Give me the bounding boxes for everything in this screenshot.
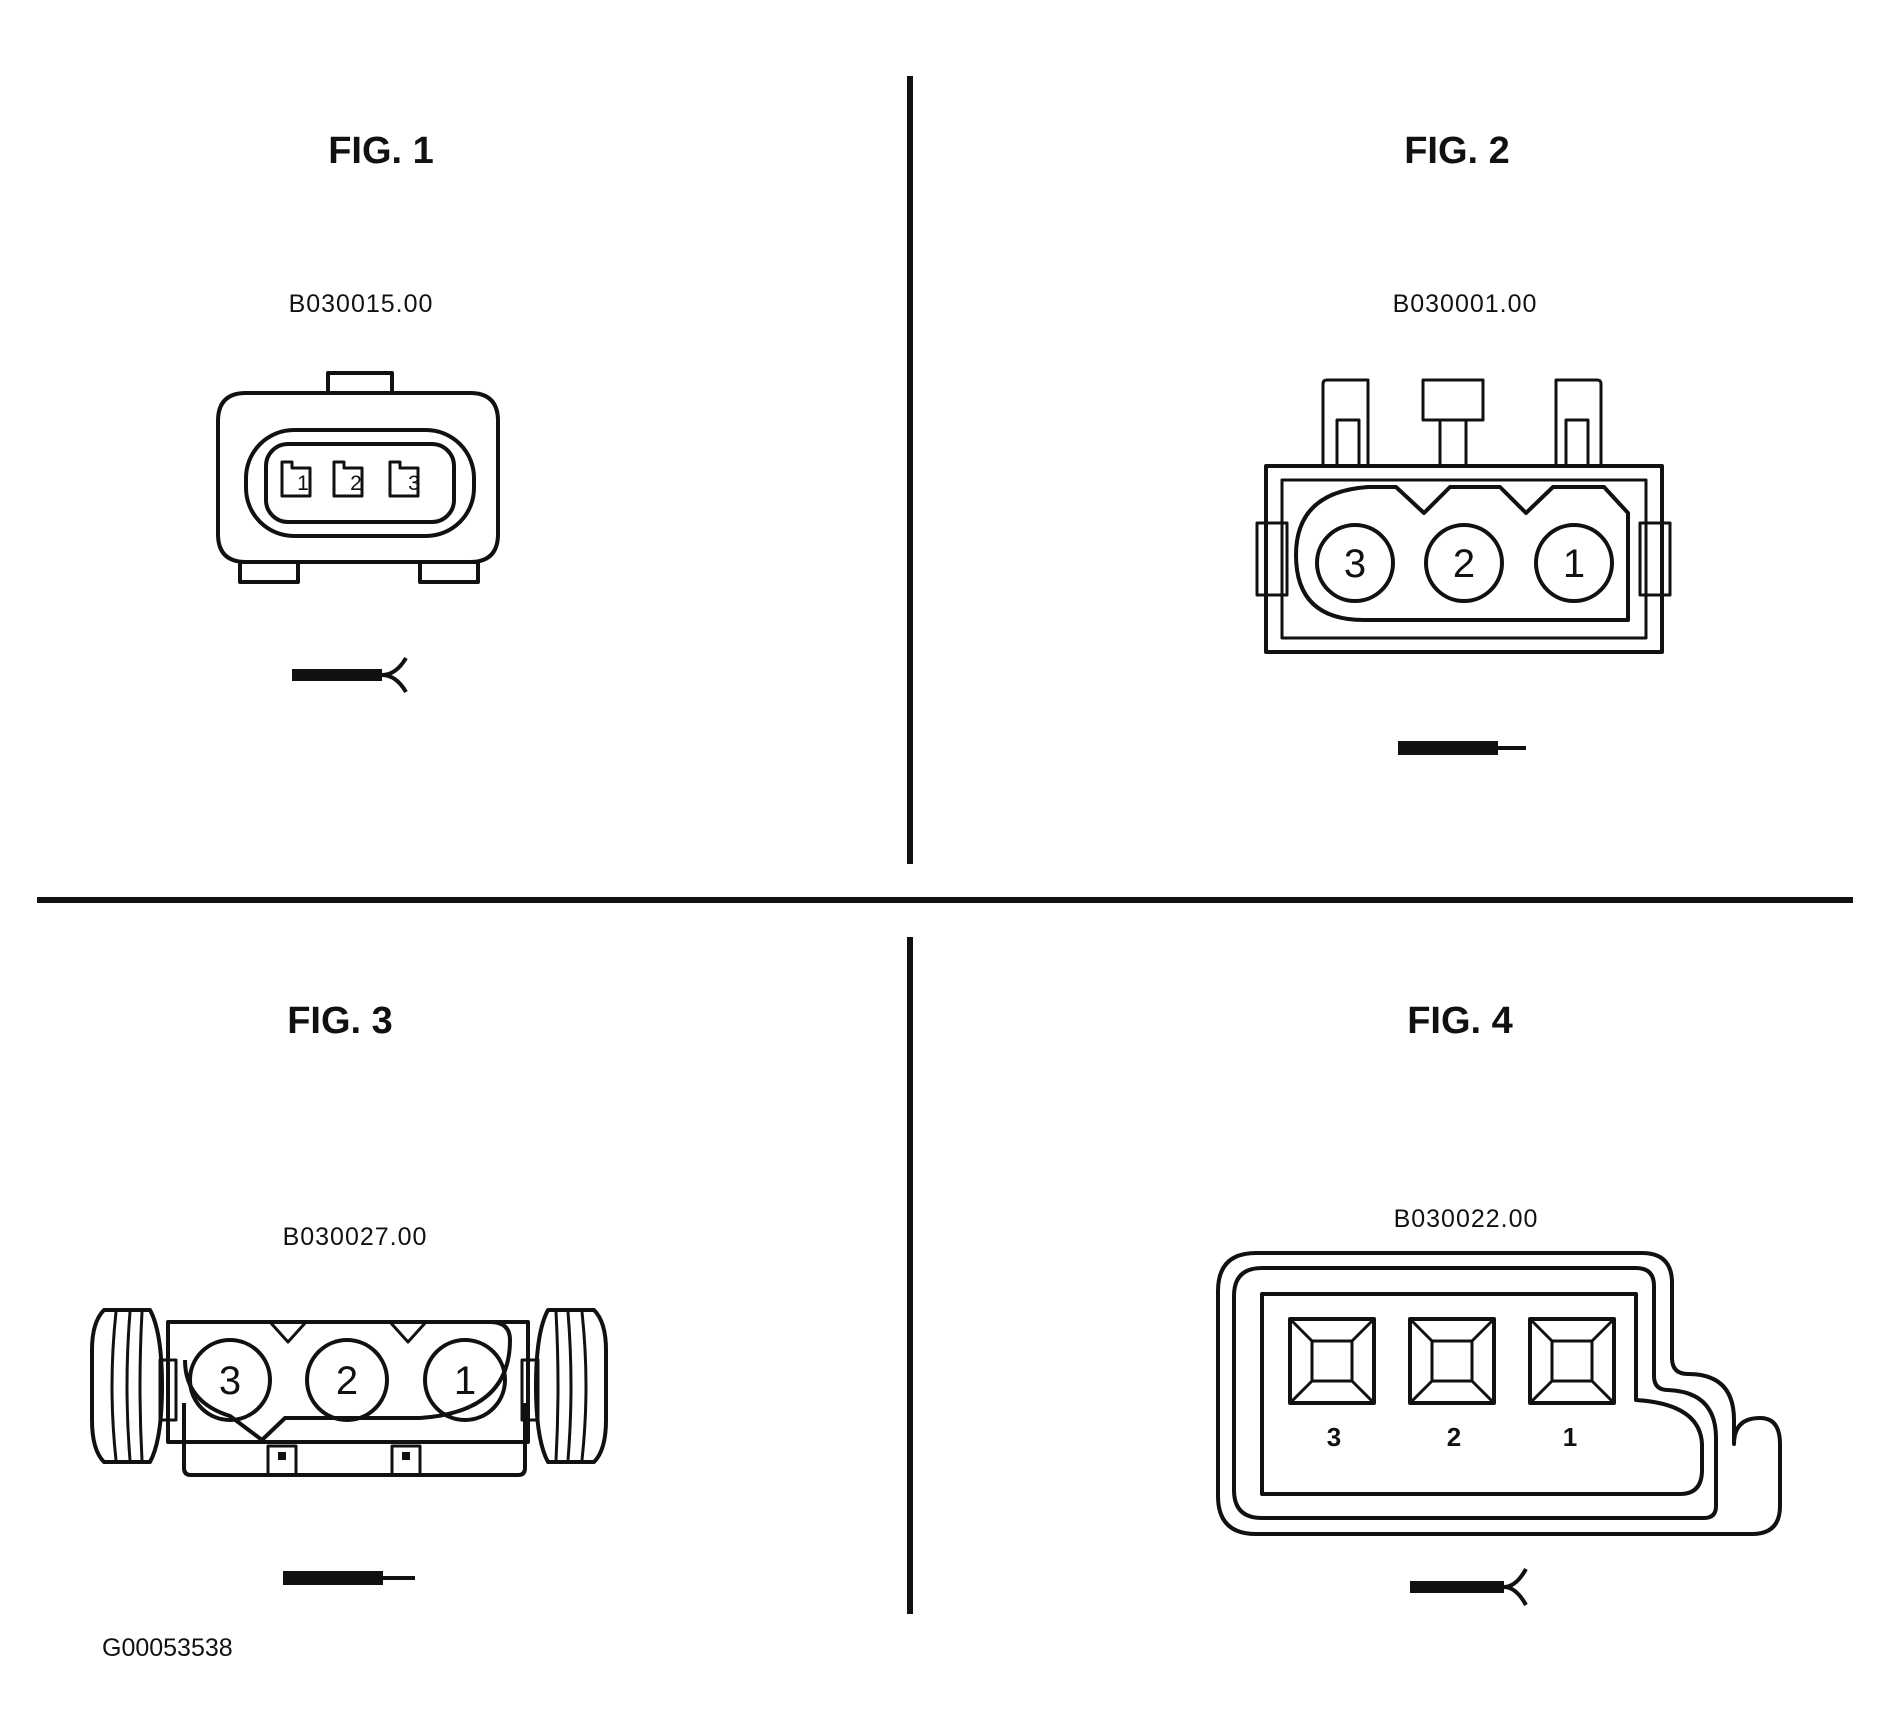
figure-1-pin-2: 2: [332, 460, 364, 498]
figure-3-connector: 3 2 1: [90, 1308, 608, 1477]
figure-3-pin-1-label: 1: [454, 1359, 476, 1403]
figure-3-title: FIG. 3: [287, 1000, 393, 1042]
figure-1-pin-2-label: 2: [350, 472, 362, 495]
figure-4: FIG. 4 B030022.00 3 2 1: [1216, 1000, 1782, 1606]
figure-4-part-number: B030022.00: [1394, 1205, 1539, 1233]
figure-1-connector: 1 2 3: [216, 371, 500, 584]
figure-4-pin-3-label: 3: [1327, 1422, 1341, 1452]
figure-2-title: FIG. 2: [1404, 130, 1510, 172]
vertical-divider-bottom: [907, 937, 913, 1614]
figure-3: FIG. 3 B030027.00: [90, 1000, 608, 1585]
figure-2-pin-3: 3: [1315, 523, 1395, 603]
figure-2: FIG. 2 B030001.00 3 2: [1255, 130, 1672, 755]
figure-1-title: FIG. 1: [328, 130, 434, 172]
vertical-divider-top: [907, 76, 913, 864]
reference-id: G00053538: [102, 1634, 233, 1662]
figure-2-part-number: B030001.00: [1393, 290, 1538, 318]
figure-3-pin-1: 1: [423, 1338, 507, 1422]
female-terminal-icon: [292, 656, 408, 694]
figure-4-pin-1: 1: [1528, 1317, 1616, 1452]
figure-1-pin-3: 3: [388, 460, 420, 498]
figure-4-pin-3: 3: [1288, 1317, 1376, 1452]
figure-4-title: FIG. 4: [1407, 1000, 1513, 1042]
figure-2-pin-1: 1: [1534, 523, 1614, 603]
figure-2-pin-1-label: 1: [1563, 542, 1585, 586]
figure-3-pin-3-label: 3: [219, 1359, 241, 1403]
figure-3-pin-2-label: 2: [336, 1359, 358, 1403]
figure-1-pin-1-label: 1: [297, 472, 309, 495]
male-terminal-icon: [1398, 741, 1526, 755]
figure-3-pin-2: 2: [305, 1338, 389, 1422]
figure-4-pin-2-label: 2: [1447, 1422, 1461, 1452]
female-terminal-icon: [1410, 1568, 1528, 1606]
divider-lines: [37, 76, 1853, 1614]
figure-3-part-number: B030027.00: [283, 1223, 428, 1251]
figure-2-pin-3-label: 3: [1344, 542, 1366, 586]
figure-2-pin-2-label: 2: [1453, 542, 1475, 586]
figure-1-pin-1: 1: [280, 460, 312, 498]
figure-4-connector: 3 2 1: [1216, 1251, 1782, 1536]
horizontal-divider: [37, 897, 1853, 903]
figure-4-pin-1-label: 1: [1563, 1422, 1577, 1452]
male-terminal-icon: [283, 1571, 415, 1585]
figure-3-pin-3: 3: [188, 1338, 272, 1422]
figure-1: FIG. 1 B030015.00 1 2 3: [216, 130, 500, 694]
figure-2-pin-2: 2: [1424, 523, 1504, 603]
figure-4-pin-2: 2: [1408, 1317, 1496, 1452]
figure-1-pin-3-label: 3: [408, 472, 420, 495]
figure-2-connector: 3 2 1: [1255, 378, 1672, 654]
figure-1-part-number: B030015.00: [289, 290, 434, 318]
